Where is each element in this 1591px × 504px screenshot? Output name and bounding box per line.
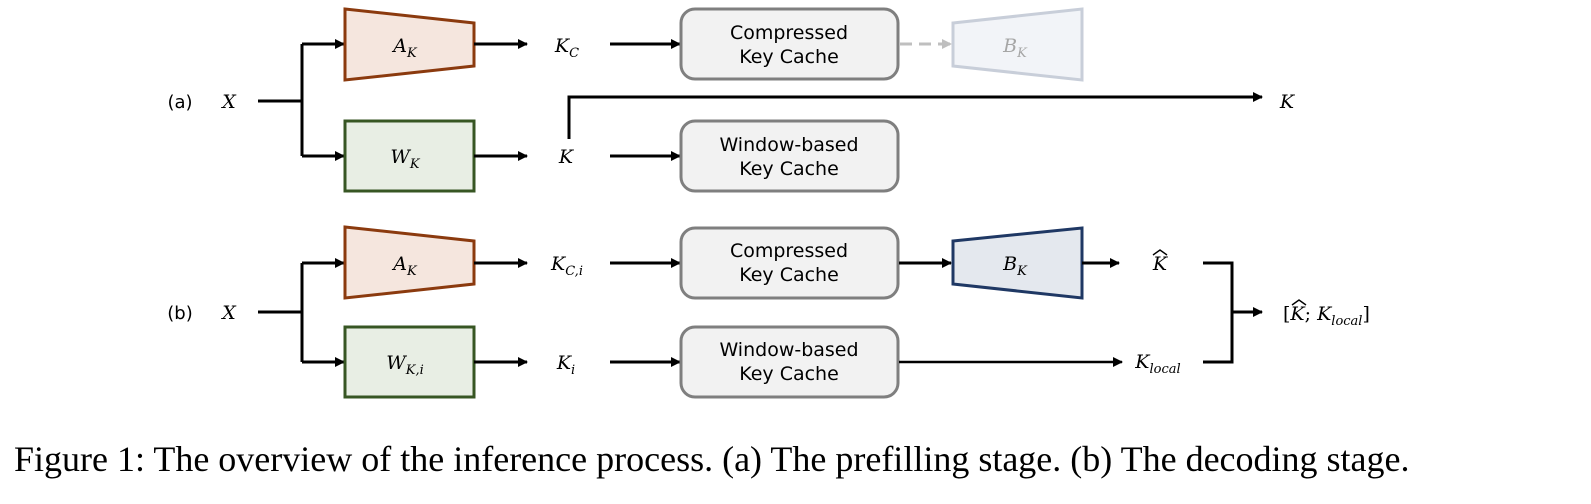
panel-a-encoder-w-shape (343, 119, 476, 193)
panel-b-window-cache-box (679, 325, 900, 399)
panel-b: (b) X AK WK,i KC,i Ki Compressed Key Cac… (167, 225, 1370, 399)
panel-b-window-cache-line1: Window-based (719, 339, 858, 361)
panel-a: (a) X AK WK KC K K Compressed Key Cache (167, 7, 1296, 193)
panel-b-klocal-label: Klocal (1134, 351, 1180, 377)
panel-a-split-connector (258, 39, 345, 161)
panel-a-encoder-a-shape (343, 7, 476, 82)
panel-b-merge-bracket (1203, 261, 1263, 364)
panel-a-k-final-label: K (1279, 91, 1296, 113)
panel-b-label: (b) (167, 303, 192, 324)
panel-b-decoder-b-label: BK (1002, 253, 1028, 279)
panel-b-compressed-cache-line2: Key Cache (739, 264, 839, 286)
panel-a-decoder-b-label: BK (1002, 35, 1028, 61)
panel-b-compressed-cache-box (679, 226, 900, 300)
panel-b-encoder-a-label: AK (391, 253, 418, 279)
panel-b-encoder-a-shape (343, 225, 476, 300)
panel-a-window-cache-line2: Key Cache (739, 158, 839, 180)
panel-a-label: (a) (167, 92, 192, 113)
panel-a-compressed-cache-box (679, 7, 900, 81)
panel-b-encoder-w-shape (343, 325, 476, 399)
panel-a-k-bypass-arrow (567, 92, 1263, 139)
panel-b-window-cache-line2: Key Cache (739, 363, 839, 385)
panel-a-window-cache-line1: Window-based (719, 134, 858, 156)
panel-b-input-x: X (220, 302, 237, 324)
figure-caption: Figure 1: The overview of the inference … (14, 439, 1410, 479)
panel-b-concat-output: [K; Klocal] (1283, 299, 1370, 329)
panel-a-compressed-cache-line2: Key Cache (739, 46, 839, 68)
panel-a-input-x: X (220, 91, 237, 113)
panel-b-split-connector (258, 258, 345, 367)
panel-a-encoder-a-label: AK (391, 35, 418, 61)
panel-b-kci-label: KC,i (550, 253, 583, 279)
panel-b-concat-label: [K; Klocal] (1283, 303, 1370, 329)
panel-a-decoder-b-shape (951, 7, 1084, 82)
panel-a-window-cache-box (679, 119, 900, 193)
panel-b-khat-label: K (1152, 253, 1169, 275)
panel-b-ki-label: Ki (556, 352, 575, 378)
panel-b-khat-hat-icon (1152, 249, 1168, 256)
panel-a-compressed-cache-line1: Compressed (730, 22, 848, 44)
panel-a-encoder-w-label: WK (390, 146, 421, 172)
panel-b-compressed-cache-line1: Compressed (730, 240, 848, 262)
panel-b-decoder-b-shape (951, 226, 1084, 300)
panel-b-encoder-w-label: WK,i (386, 352, 424, 378)
panel-a-kc-label: KC (554, 35, 579, 61)
panel-b-khat: K (1152, 249, 1169, 275)
panel-b-concat-hat-icon (1291, 299, 1307, 306)
panel-a-k-label: K (558, 146, 575, 168)
